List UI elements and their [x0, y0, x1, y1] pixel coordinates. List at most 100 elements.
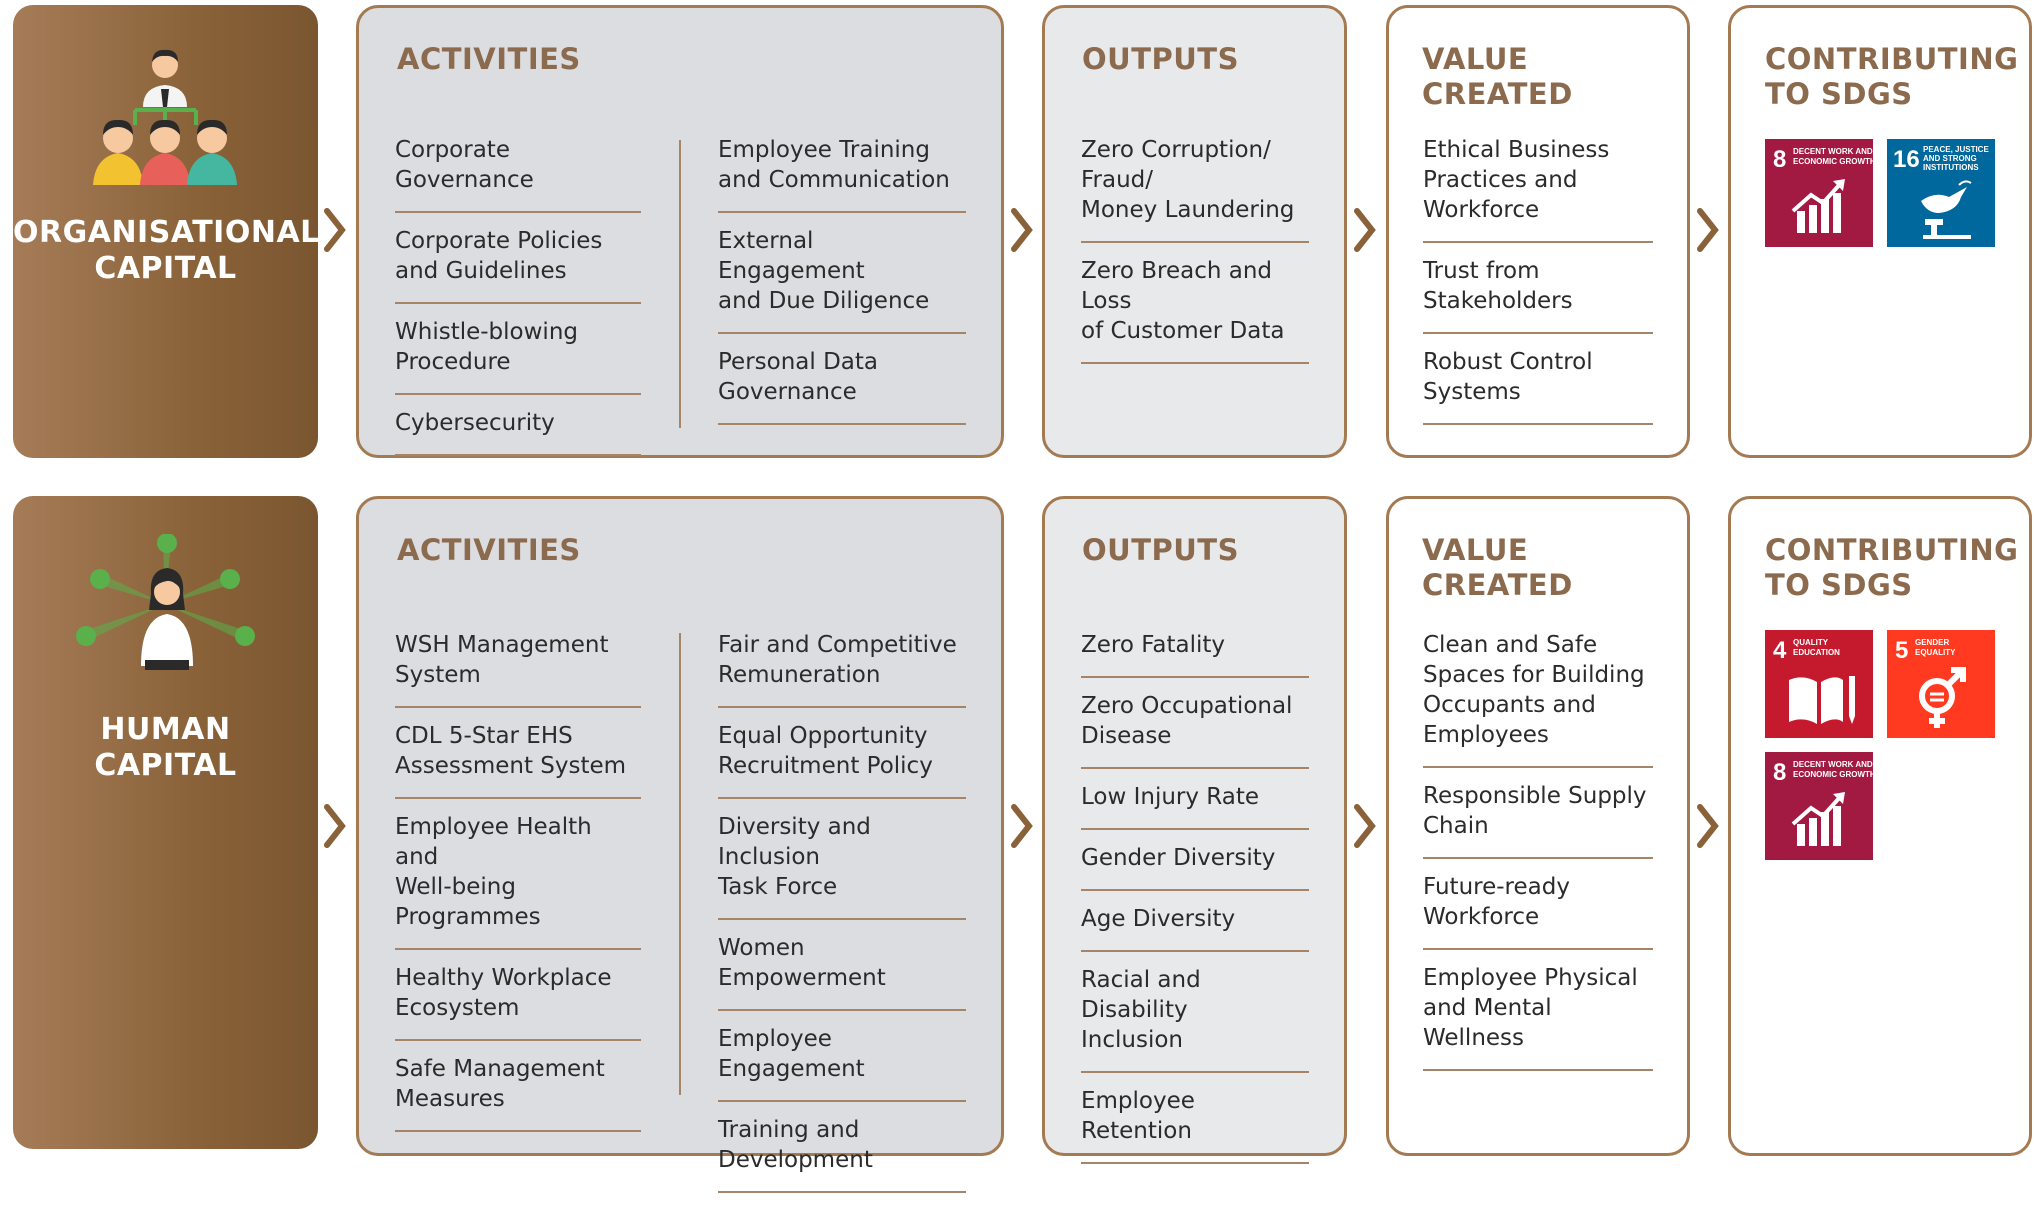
list-item: Zero Fatality — [1081, 630, 1309, 678]
sdg-4-tile: 4 QUALITY EDUCATION — [1765, 630, 1873, 738]
svg-text:ECONOMIC GROWTH: ECONOMIC GROWTH — [1793, 157, 1873, 166]
panel-title: OUTPUTS — [1082, 533, 1239, 567]
svg-text:DECENT WORK AND: DECENT WORK AND — [1793, 760, 1873, 769]
svg-text:8: 8 — [1773, 759, 1786, 786]
sdg-16-tile: 16 PEACE, JUSTICE AND STRONG INSTITUTION… — [1887, 139, 1995, 247]
list-item: Cybersecurity — [395, 408, 641, 456]
sdg-tile-bg — [1765, 752, 1873, 860]
svg-text:EDUCATION: EDUCATION — [1793, 648, 1840, 657]
sdg-5-tile: 5 GENDER EQUALITY — [1887, 630, 1995, 738]
organisation-hierarchy-icon — [13, 45, 318, 195]
outputs-panel: OUTPUTS Zero Corruption/Fraud/Money Laun… — [1042, 5, 1347, 458]
svg-text:16: 16 — [1893, 146, 1920, 173]
growth-chart-icon — [1791, 179, 1845, 233]
sdg-8-tile: 8 DECENT WORK AND ECONOMIC GROWTH — [1765, 139, 1873, 247]
panel-title: VALUE CREATED — [1422, 42, 1573, 111]
panel-title: VALUE CREATED — [1422, 533, 1573, 602]
chevron-right-icon — [324, 804, 346, 848]
activities-panel: ACTIVITIES Corporate Governance Corporat… — [356, 5, 1004, 458]
list-item: Low Injury Rate — [1081, 782, 1309, 830]
svg-text:INSTITUTIONS: INSTITUTIONS — [1923, 163, 1979, 172]
svg-text:QUALITY: QUALITY — [1793, 638, 1829, 647]
gender-equality-icon — [1919, 667, 1966, 728]
chevron-right-icon — [324, 208, 346, 252]
book-pencil-icon — [1789, 676, 1855, 724]
chevron-right-icon — [1354, 208, 1376, 252]
panel-title: CONTRIBUTING TO SDGS — [1765, 533, 2019, 602]
sdgs-panel: CONTRIBUTING TO SDGS 4 QUALITY EDUCATION… — [1728, 496, 2032, 1156]
list-item: Employee Engagement — [718, 1024, 966, 1102]
chevron-right-icon — [1011, 208, 1033, 252]
sdg-tile-bg — [1887, 139, 1995, 247]
svg-text:4: 4 — [1773, 637, 1787, 664]
panel-title: CONTRIBUTING TO SDGS — [1765, 42, 2019, 111]
sdg-tile-bg — [1765, 139, 1873, 247]
panel-title: ACTIVITIES — [397, 42, 581, 76]
sdgs-panel: CONTRIBUTING TO SDGS 8 DECENT WORK AND E… — [1728, 5, 2032, 458]
capital-title: ORGANISATIONAL CAPITAL — [13, 215, 320, 286]
list-item: Age Diversity — [1081, 904, 1309, 952]
list-item: Women Empowerment — [718, 933, 966, 1011]
chevron-right-icon — [1697, 208, 1719, 252]
organisational-capital-block: ORGANISATIONAL CAPITAL — [13, 5, 320, 458]
svg-text:GENDER: GENDER — [1915, 638, 1949, 647]
growth-chart-icon — [1791, 792, 1845, 846]
list-item: Corporate Governance — [395, 135, 641, 213]
dove-gavel-icon — [1921, 180, 1972, 239]
column-divider — [679, 633, 681, 1095]
chevron-right-icon — [1354, 804, 1376, 848]
svg-text:DECENT WORK AND: DECENT WORK AND — [1793, 147, 1873, 156]
panel-title: OUTPUTS — [1082, 42, 1239, 76]
svg-text:PEACE, JUSTICE: PEACE, JUSTICE — [1923, 145, 1989, 154]
capital-title: HUMAN CAPITAL — [94, 712, 237, 783]
svg-text:5: 5 — [1895, 637, 1908, 664]
svg-text:ECONOMIC GROWTH: ECONOMIC GROWTH — [1793, 770, 1873, 779]
list-item: Employee Retention — [1081, 1086, 1309, 1164]
column-divider — [679, 140, 681, 428]
svg-text:EQUALITY: EQUALITY — [1915, 648, 1956, 657]
human-capital-block: HUMAN CAPITAL — [13, 496, 318, 1149]
list-item: Zero Corruption/Fraud/Money Laundering — [1081, 135, 1309, 243]
chevron-right-icon — [1697, 804, 1719, 848]
person-network-icon — [13, 533, 318, 684]
chevron-right-icon — [1011, 804, 1033, 848]
svg-text:8: 8 — [1773, 146, 1786, 173]
outputs-list: Zero Corruption/Fraud/Money Laundering Z… — [1081, 135, 1309, 377]
panel-title: ACTIVITIES — [397, 533, 581, 567]
svg-text:AND STRONG: AND STRONG — [1923, 154, 1977, 163]
